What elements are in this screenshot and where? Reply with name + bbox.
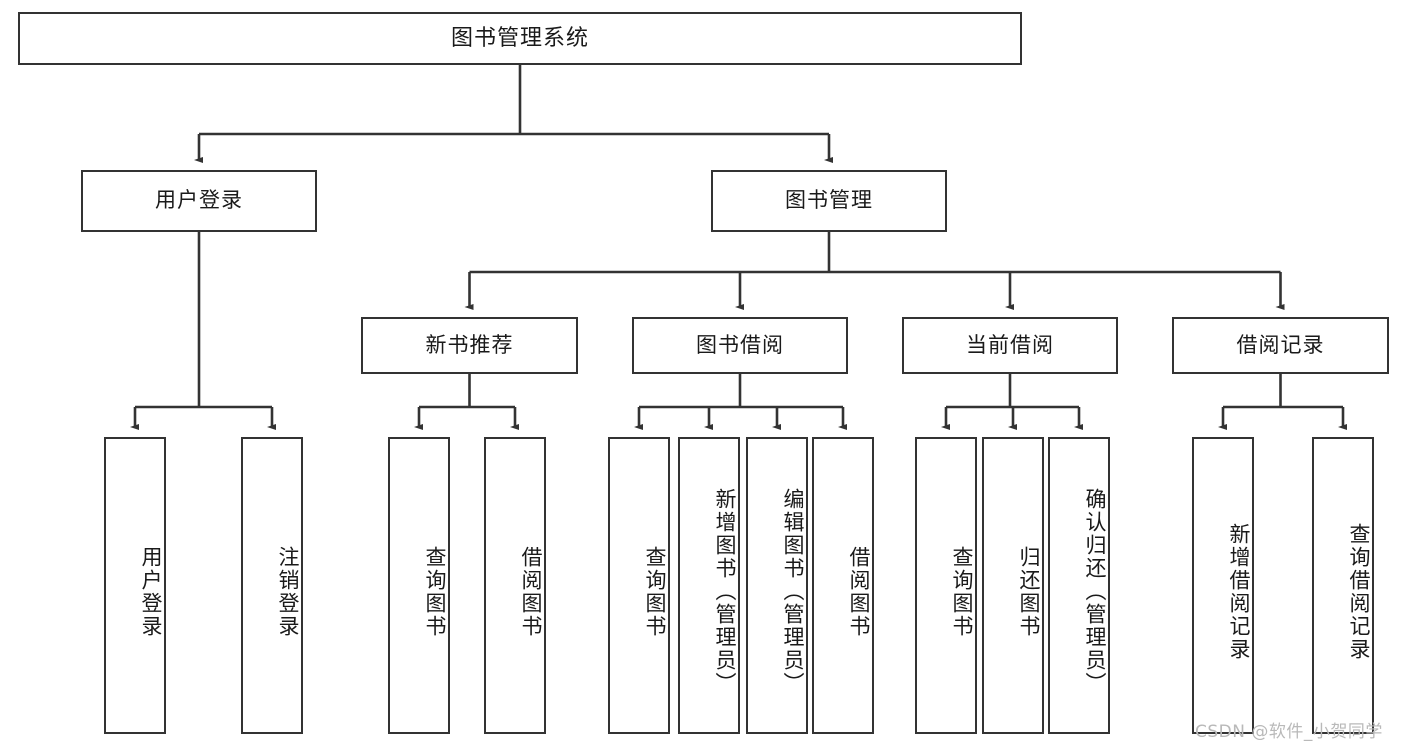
node-user-login[interactable]: 用户登录 [81, 170, 317, 232]
csdn-watermark: CSDN @软件_小贺同学 [1195, 722, 1383, 742]
node-leaf-query-book-3[interactable]: 查询图书 [915, 437, 977, 734]
node-book-borrow[interactable]: 图书借阅 [632, 317, 848, 374]
node-leaf-borrow-book-2[interactable]: 借阅图书 [812, 437, 874, 734]
node-leaf-return-book[interactable]: 归还图书 [982, 437, 1044, 734]
node-leaf-edit-book[interactable]: 编辑图书（管理员） [746, 437, 808, 734]
node-leaf-query-book-1[interactable]: 查询图书 [388, 437, 450, 734]
node-root-system[interactable]: 图书管理系统 [18, 12, 1022, 65]
node-borrow-record[interactable]: 借阅记录 [1172, 317, 1389, 374]
node-leaf-logout-login[interactable]: 注销登录 [241, 437, 303, 734]
node-leaf-query-book-2[interactable]: 查询图书 [608, 437, 670, 734]
node-leaf-user-login[interactable]: 用户登录 [104, 437, 166, 734]
node-leaf-add-book[interactable]: 新增图书（管理员） [678, 437, 740, 734]
node-leaf-add-record[interactable]: 新增借阅记录 [1192, 437, 1254, 734]
node-new-book-recommend[interactable]: 新书推荐 [361, 317, 578, 374]
node-leaf-confirm-return[interactable]: 确认归还（管理员） [1048, 437, 1110, 734]
node-leaf-borrow-book-1[interactable]: 借阅图书 [484, 437, 546, 734]
node-leaf-query-record[interactable]: 查询借阅记录 [1312, 437, 1374, 734]
node-current-borrow[interactable]: 当前借阅 [902, 317, 1118, 374]
node-book-management[interactable]: 图书管理 [711, 170, 947, 232]
